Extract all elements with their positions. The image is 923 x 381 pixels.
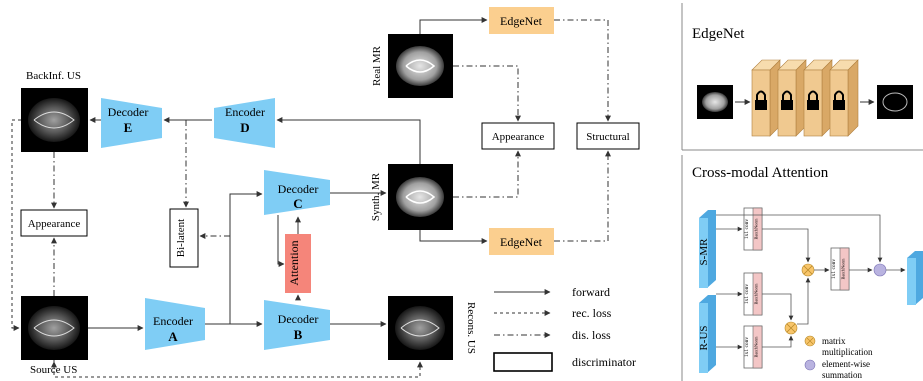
decoder-e-title: Decoder (108, 105, 149, 119)
edgenet-block-4 (829, 59, 859, 137)
recons-us-label: Recons. US (465, 302, 477, 354)
decoder-c-title: Decoder (278, 182, 319, 196)
r-us-label: R-US (698, 325, 710, 350)
edgenet-top-box: EdgeNet (489, 7, 554, 34)
edgenet-block-2 (777, 59, 807, 137)
bn-rus-bottom-label: BatchNorm (754, 336, 759, 357)
edgenet-panel: EdgeNet (681, 3, 923, 151)
legend-forward: forward (572, 285, 610, 299)
conv-block-smr: 1x1 conv BatchNorm (743, 207, 763, 251)
edgenet-block-1 (751, 59, 781, 137)
encoder-d: Encoder D (214, 98, 275, 148)
bn-merge-label: BatchNorm (841, 258, 846, 279)
conv-rus-bottom-label: 1x1 conv (744, 337, 750, 358)
source-us-label: Source US (30, 364, 77, 376)
recons-us-image (388, 296, 453, 360)
real-mr-image (388, 34, 453, 98)
legend-sum-icon (804, 359, 816, 371)
encoder-a-letter: A (168, 329, 178, 344)
legend-discriminator: discriminator (572, 355, 636, 369)
backinf-us-label: BackInf. US (26, 70, 81, 82)
synth-mr-label: Synth. MR (370, 172, 382, 221)
lock-icon (755, 90, 767, 110)
bn-smr-label: BatchNorm (754, 218, 759, 239)
legend-matrix-mult: matrix multiplication (822, 336, 873, 357)
appearance-discriminator-left: Appearance (20, 209, 88, 237)
s-mr-block: S-MR (698, 210, 716, 288)
bn-rus-top-label: BatchNorm (754, 283, 759, 304)
decoder-c: Decoder C (264, 170, 330, 215)
decoder-c-letter: C (293, 196, 302, 211)
encoder-d-letter: D (240, 120, 249, 135)
attention-label: Attention (287, 240, 301, 285)
forward-arrows (88, 17, 488, 331)
encoder-a: Encoder A (145, 298, 205, 350)
conv-block-rus-top: 1x1 conv BatchNorm (743, 272, 763, 316)
edgenet-bottom-box: EdgeNet (489, 228, 554, 255)
decoder-e-letter: E (124, 120, 133, 135)
edgenet-bottom-label: EdgeNet (500, 235, 543, 249)
s-mr-label: S-MR (698, 238, 710, 266)
decoder-b: Decoder B (264, 300, 330, 350)
real-mr-label: Real MR (371, 45, 383, 86)
bi-latent-discriminator: Bi-latent (169, 208, 199, 268)
structural-label: Structural (586, 131, 629, 143)
edgenet-block-3 (803, 59, 833, 137)
appearance-discriminator-right: Appearance (481, 122, 555, 150)
source-us-image (21, 296, 88, 360)
lock-icon (807, 90, 819, 110)
decoder-e: Decoder E (101, 98, 162, 148)
edgenet-conv-blocks (751, 59, 859, 137)
conv-block-rus-bottom: 1x1 conv BatchNorm (743, 325, 763, 369)
conv-smr-label: 1x1 conv (744, 219, 750, 240)
structural-discriminator: Structural (576, 122, 640, 150)
sum-op (873, 263, 887, 277)
edgenet-top-label: EdgeNet (500, 14, 543, 28)
attention-output-block (907, 251, 923, 305)
decoder-b-letter: B (294, 327, 303, 342)
edgenet-output-image (877, 85, 913, 119)
dis-loss-lines (51, 19, 611, 296)
attention-block: Attention (285, 234, 311, 293)
edgenet-input-image (697, 85, 733, 119)
synth-mr-image (388, 164, 453, 230)
conv-block-merge: 1x1 conv BatchNorm (830, 247, 850, 291)
conv-rus-top-label: 1x1 conv (744, 284, 750, 305)
attention-panel-title: Cross-modal Attention (692, 165, 829, 181)
encoder-a-title: Encoder (153, 314, 193, 328)
legend-dis-loss: dis. loss (572, 328, 611, 342)
lock-icon (781, 90, 793, 110)
legend-rec-loss: rec. loss (572, 306, 612, 320)
decoder-b-title: Decoder (278, 312, 319, 326)
backinf-us-image (21, 88, 88, 152)
bi-latent-label: Bi-latent (175, 219, 187, 258)
appearance-right-label: Appearance (492, 131, 545, 143)
lock-icon (833, 90, 845, 110)
legend-element-sum: element-wise summation (822, 359, 872, 380)
appearance-left-label: Appearance (28, 218, 81, 230)
r-us-block: R-US (698, 295, 716, 373)
legend: forward rec. loss dis. loss discriminato… (493, 285, 636, 372)
edgenet-panel-title: EdgeNet (692, 26, 745, 42)
encoder-d-title: Encoder (225, 105, 265, 119)
rec-loss-lines (11, 119, 423, 378)
conv-merge-label: 1x1 conv (831, 259, 837, 280)
attention-panel: Cross-modal Attention S-MR R-US 1x1 conv… (681, 155, 923, 381)
